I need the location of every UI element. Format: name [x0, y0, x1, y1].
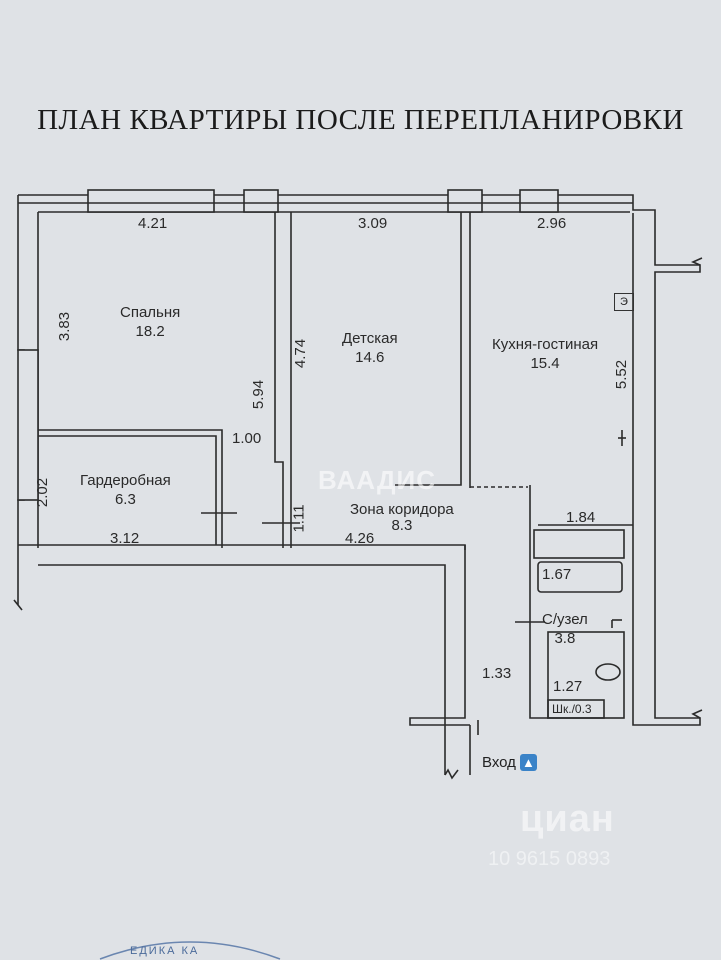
room-bedroom-name: Спальня — [120, 304, 181, 321]
up-arrow-icon: ▲ — [519, 754, 537, 771]
dim-kitchen-height: 5.52 — [613, 359, 631, 390]
room-bathroom: С/узел 3.8 — [542, 610, 588, 648]
dim-100: 1.00 — [232, 430, 262, 447]
dim-127: 1.27 — [553, 678, 583, 695]
corridor-bottom-wall — [18, 544, 470, 726]
kids-kitchen-wall — [395, 212, 462, 486]
room-bedroom: Спальня 18.2 — [120, 303, 180, 341]
dim-kids-width: 3.09 — [358, 215, 388, 232]
dim-bedroom-width: 4.21 — [138, 215, 168, 232]
dim-167: 1.67 — [542, 566, 572, 583]
room-kitchen: Кухня-гостиная 15.4 — [492, 335, 598, 373]
plan-title: ПЛАН КВАРТИРЫ ПОСЛЕ ПЕРЕПЛАНИРОВКИ — [37, 104, 684, 136]
room-kitchen-name: Кухня-гостиная — [492, 336, 599, 353]
room-bathroom-area: 3.8 — [554, 630, 576, 647]
dim-wardrobe-height: 2.02 — [34, 477, 52, 508]
dim-kids-height: 4.74 — [292, 338, 310, 369]
stamp-arc — [99, 941, 281, 960]
room-kids-name: Детская — [342, 330, 398, 347]
room-closet: Шк./0.3 — [552, 702, 592, 716]
dim-wardrobe-width: 3.12 — [110, 530, 140, 547]
room-kids: Детская 14.6 — [342, 329, 398, 367]
entry-label: Вход — [482, 754, 516, 771]
electric-meter-icon: Э — [614, 293, 634, 311]
dim-corridor-width: 4.26 — [345, 530, 375, 547]
dim-133: 1.33 — [482, 665, 512, 682]
entry-marker: Вход ▲ — [482, 754, 537, 771]
room-wardrobe-area: 6.3 — [114, 491, 136, 508]
room-kitchen-area: 15.4 — [530, 355, 560, 372]
dim-bedroom-height: 3.83 — [56, 311, 74, 342]
wardrobe-wall — [38, 429, 223, 548]
watermark-phone: 10 9615 0893 — [488, 848, 611, 870]
dim-111: 1.11 — [290, 504, 308, 533]
room-wardrobe-name: Гардеробная — [80, 472, 171, 489]
dim-184: 1.84 — [566, 509, 596, 526]
dim-594: 5.94 — [250, 379, 268, 410]
room-corridor-area: 8.3 — [391, 517, 413, 534]
room-corridor-name: Зона коридора — [350, 501, 454, 518]
room-bathroom-name: С/узел — [542, 611, 588, 628]
bedroom-kids-wall — [274, 212, 284, 548]
outer-wall-outline — [18, 194, 701, 726]
watermark-corner: циан — [520, 798, 615, 840]
room-kids-area: 14.6 — [355, 349, 385, 366]
room-wardrobe: Гардеробная 6.3 — [80, 471, 171, 509]
room-corridor: Зона коридора 8.3 — [350, 500, 454, 533]
bathroom-block — [529, 485, 548, 719]
watermark-center: ВААДИС — [318, 465, 436, 495]
dim-kitchen-width: 2.96 — [537, 215, 567, 232]
stamp-text: ЕДИКА КА — [130, 945, 200, 957]
room-bedroom-area: 18.2 — [135, 323, 165, 340]
